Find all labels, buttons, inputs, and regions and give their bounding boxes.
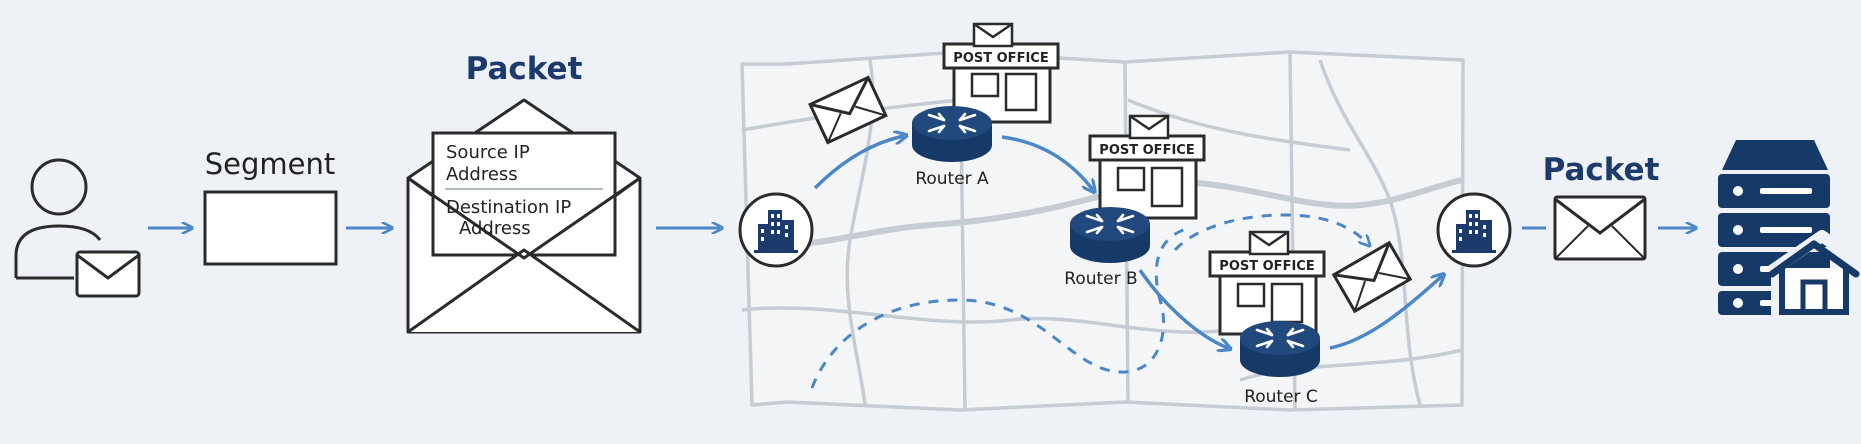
segment-box — [203, 190, 338, 266]
post-office-a-icon — [942, 22, 1060, 124]
segment-title: Segment — [205, 147, 336, 181]
post-office-a-label: POST OFFICE — [953, 51, 1048, 66]
router-a-icon — [910, 104, 994, 164]
router-b-label: Router B — [1064, 269, 1137, 289]
source-ip-label-line2: Address — [446, 164, 518, 185]
destination-building-icon — [1436, 192, 1512, 268]
user-icon — [14, 158, 102, 280]
destination-ip-label-line2: Address — [459, 218, 531, 239]
packet-title: Packet — [466, 51, 583, 87]
router-a-label: Router A — [915, 169, 989, 189]
post-office-c-label: POST OFFICE — [1219, 259, 1314, 274]
route-origin-to-router-a — [813, 136, 904, 190]
house-icon — [1766, 230, 1861, 320]
route-router-c-to-destination — [1329, 276, 1442, 350]
dashed-route-lower — [810, 226, 1191, 389]
router-b-icon — [1068, 205, 1152, 265]
route-router-b-to-router-c — [1138, 269, 1228, 348]
packet-envelope-right-icon — [1553, 195, 1647, 261]
router-c-label: Router C — [1244, 387, 1318, 407]
packet-envelope-icon — [406, 98, 642, 334]
flying-envelope-icon — [808, 75, 888, 145]
route-router-a-to-router-b — [1001, 135, 1093, 190]
origin-building-icon — [738, 192, 814, 268]
flying-envelope-icon — [1331, 240, 1413, 314]
post-office-b-label: POST OFFICE — [1099, 143, 1194, 158]
source-ip-label-line1: Source IP — [446, 142, 530, 163]
router-c-icon — [1238, 319, 1322, 379]
post-office-c-icon — [1208, 230, 1326, 336]
dashed-route-upper — [1173, 213, 1368, 252]
post-office-b-icon — [1088, 114, 1206, 220]
sender-envelope-icon — [75, 250, 141, 298]
destination-ip-label-line1: Destination IP — [446, 197, 571, 218]
packet-title-right: Packet — [1543, 152, 1660, 188]
